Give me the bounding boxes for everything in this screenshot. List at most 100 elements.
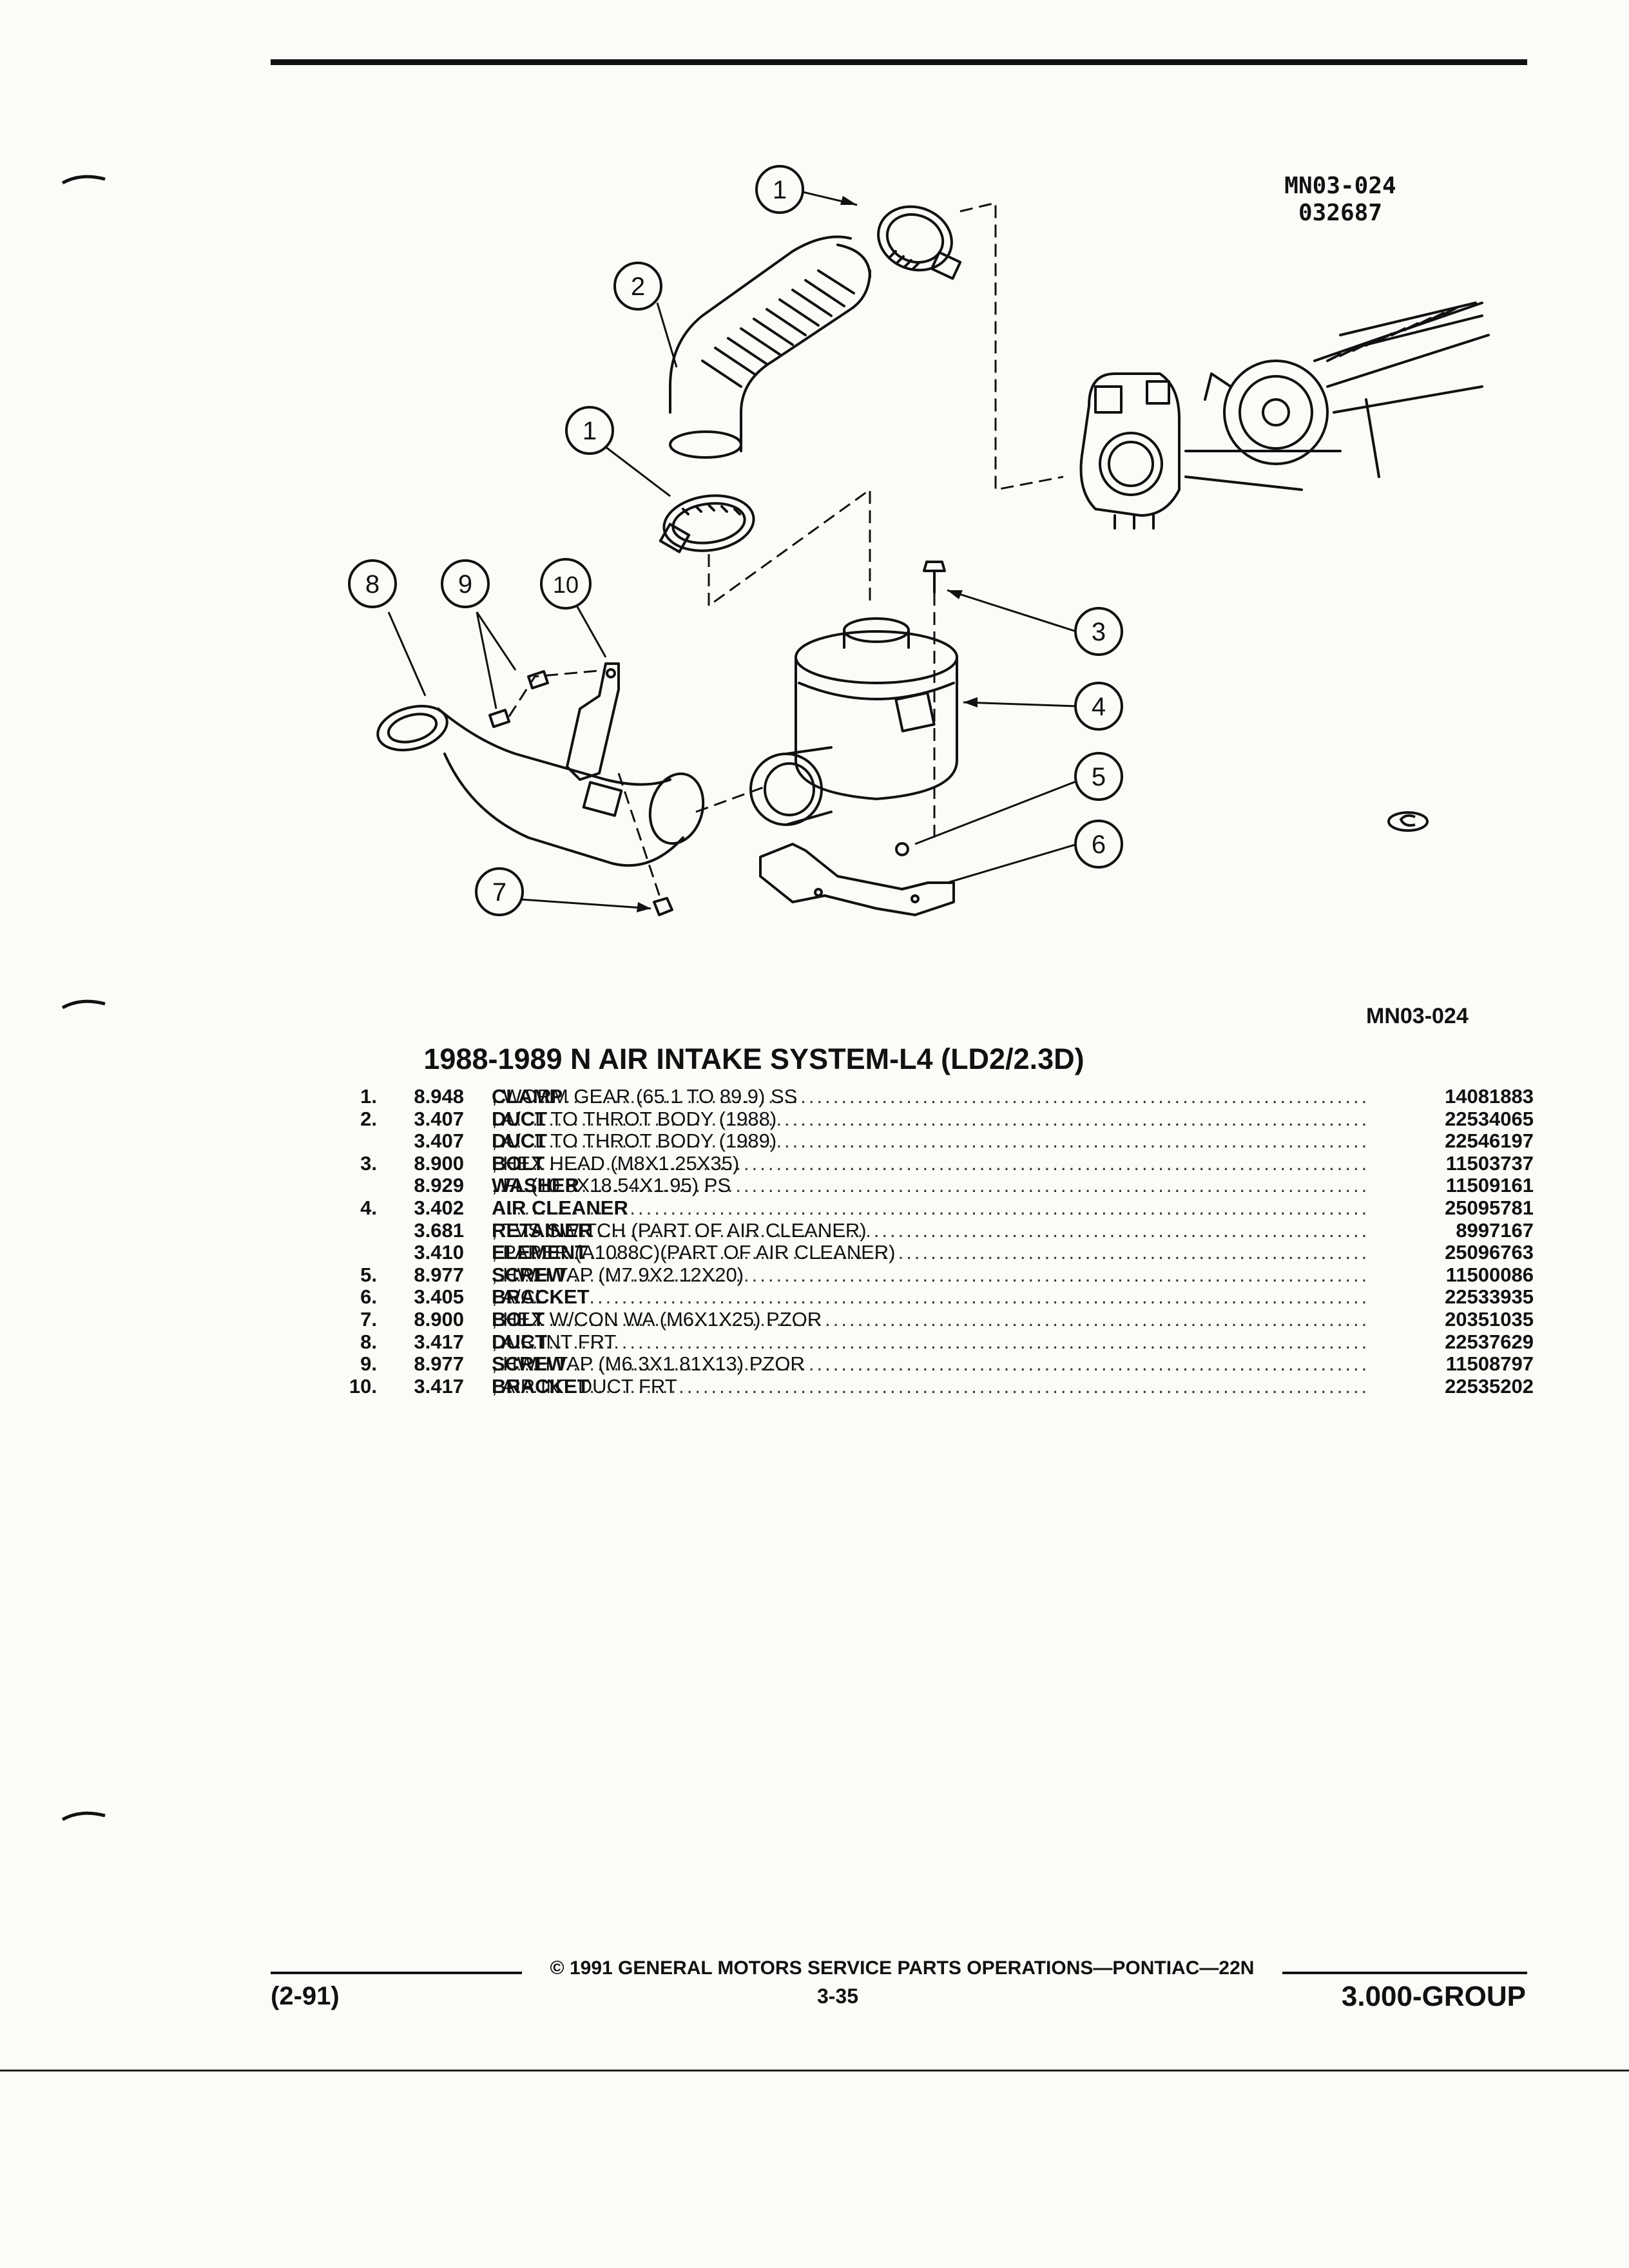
throttle-body — [1079, 302, 1490, 530]
part-number: 22535202 — [1379, 1375, 1534, 1398]
group-number: 3.407 — [414, 1107, 464, 1130]
part-detail: , HEX HEAD (M8X1.25X35) — [492, 1151, 740, 1175]
parts-row: 10.3.417................................… — [309, 1374, 1534, 1398]
footer-rule-right — [1282, 1972, 1527, 1974]
item-number: 10. — [349, 1374, 377, 1398]
part-number: 25096763 — [1379, 1242, 1534, 1264]
group-number: 8.900 — [414, 1307, 464, 1331]
item-number: 1. — [360, 1085, 377, 1108]
bracket-air-cleaner — [759, 843, 955, 916]
leader-dots: ........................................… — [492, 1264, 1366, 1286]
parts-row: 9.8.977.................................… — [309, 1353, 1534, 1376]
part-detail: , A/CL TO THROT BODY (1989) — [492, 1129, 777, 1153]
parts-row: 3.407...................................… — [309, 1130, 1534, 1153]
copyright-symbol-icon — [1387, 811, 1429, 832]
part-name: BRACKET — [492, 1374, 590, 1398]
parts-row: 1. 8.948.................................… — [309, 1085, 1534, 1108]
part-detail: , AIR INT DUCT FRT — [492, 1374, 677, 1398]
item-number: 4. — [360, 1196, 377, 1219]
bolt-7 — [653, 897, 673, 916]
part-name: BRACKET — [492, 1285, 590, 1309]
parts-row: 5. 8.977.................................… — [309, 1264, 1534, 1287]
callout-label: 8 — [365, 570, 380, 599]
part-number: 14081883 — [1379, 1085, 1534, 1108]
item-number: 5. — [360, 1263, 377, 1286]
leader-dots: ........................................… — [492, 1086, 1366, 1108]
bottom-rule — [0, 2070, 1629, 2071]
leader-dots: ........................................… — [492, 1175, 1366, 1197]
callout-3 — [1074, 607, 1123, 656]
margin-mark — [61, 175, 106, 185]
part-name: ELEMENT — [492, 1241, 588, 1264]
parts-row: 8.3.417.................................… — [309, 1331, 1534, 1354]
figure-code-line2: 032687 — [1298, 200, 1383, 226]
part-name: BOLT — [492, 1307, 545, 1331]
leader-dots: ........................................… — [492, 1353, 1366, 1376]
callout-2 — [613, 262, 662, 311]
part-detail: , HWH TAP (M6.3X1.81X13) PZOR — [492, 1352, 805, 1376]
callout-9 — [441, 559, 490, 608]
group-number: 3.407 — [414, 1129, 464, 1153]
group-number: 3.417 — [414, 1330, 464, 1353]
part-number: 25095781 — [1379, 1196, 1534, 1220]
group-number: 8.929 — [414, 1174, 464, 1197]
callout-label: 5 — [1092, 763, 1106, 791]
parts-row: 7.8.900.................................… — [309, 1307, 1534, 1331]
parts-list: 1. 8.948.................................… — [309, 1085, 1534, 1398]
callout-10 — [540, 558, 592, 610]
footer-copyright: © 1991 GENERAL MOTORS SERVICE PARTS OPER… — [550, 1957, 1255, 1979]
callout-7 — [475, 867, 524, 916]
part-name: SCREW — [492, 1263, 566, 1286]
item-number: 8. — [360, 1330, 377, 1353]
parts-row: 6.3.405.................................… — [309, 1286, 1534, 1309]
part-name: AIR CLEANER — [492, 1196, 628, 1219]
part-detail: , A/CL TO THROT BODY (1988) — [492, 1107, 777, 1130]
part-number: 11508797 — [1379, 1353, 1534, 1376]
part-number: 22534065 — [1379, 1108, 1534, 1131]
part-number: 11500086 — [1379, 1264, 1534, 1287]
figure-code-line1: MN03-024 — [1284, 173, 1396, 199]
section-title: 1988-1989 N AIR INTAKE SYSTEM-L4 (LD2/2.… — [423, 1043, 1084, 1075]
part-detail: , FL (10.8X18.54X1.95) PS — [492, 1174, 731, 1197]
leader-dots: ........................................… — [492, 1196, 1366, 1219]
callout-label: 1 — [773, 176, 787, 204]
group-number: 3.402 — [414, 1196, 464, 1219]
callout-label: 2 — [631, 273, 645, 301]
parts-row: 3.681...................................… — [309, 1219, 1534, 1242]
group-number: 8.977 — [414, 1263, 464, 1286]
callout-layer: 1 2 1 3 4 5 6 7 8 9 10 — [348, 165, 1429, 916]
page-number: 3-35 — [816, 1984, 859, 2008]
callout-label: 6 — [1092, 831, 1106, 859]
leader-dots: ........................................… — [492, 1130, 1366, 1153]
leader-dots: ........................................… — [492, 1152, 1366, 1175]
part-detail: , HEX W/CON WA (M6X1X25) PZOR — [492, 1307, 822, 1331]
footer-rule-left — [271, 1972, 522, 1974]
callout-label: 9 — [458, 570, 472, 599]
group-number: 3.417 — [414, 1374, 464, 1398]
item-number: 2. — [360, 1107, 377, 1130]
part-name: DUCT — [492, 1107, 548, 1130]
margin-mark — [61, 999, 106, 1010]
part-name: WASHER — [492, 1174, 580, 1197]
part-name: BOLT — [492, 1151, 545, 1175]
group-number: 8.900 — [414, 1151, 464, 1175]
item-number: 7. — [360, 1307, 377, 1331]
duct-front — [376, 704, 705, 867]
item-number: 3. — [360, 1151, 377, 1175]
part-detail: , PAPER (A1088C)(PART OF AIR CLEANER) — [492, 1241, 896, 1264]
parts-row: 8.929...................................… — [309, 1175, 1534, 1197]
part-number: 8997167 — [1379, 1219, 1534, 1242]
part-detail: , A/CL — [492, 1285, 546, 1309]
duct-corrugated — [669, 235, 871, 459]
parts-row: 3.410...................................… — [309, 1242, 1534, 1264]
item-number: 9. — [360, 1352, 377, 1376]
part-name: DUCT — [492, 1129, 548, 1153]
group-number: 8.948 — [414, 1085, 464, 1108]
callout-8 — [348, 559, 397, 608]
bracket-duct-front — [566, 662, 620, 781]
callout-1-lower — [565, 406, 614, 455]
part-number: 22533935 — [1379, 1286, 1534, 1309]
leader-dots: ........................................… — [492, 1286, 1366, 1309]
leader-dots: ........................................… — [492, 1219, 1366, 1242]
exploded-view-diagram — [376, 188, 1490, 916]
